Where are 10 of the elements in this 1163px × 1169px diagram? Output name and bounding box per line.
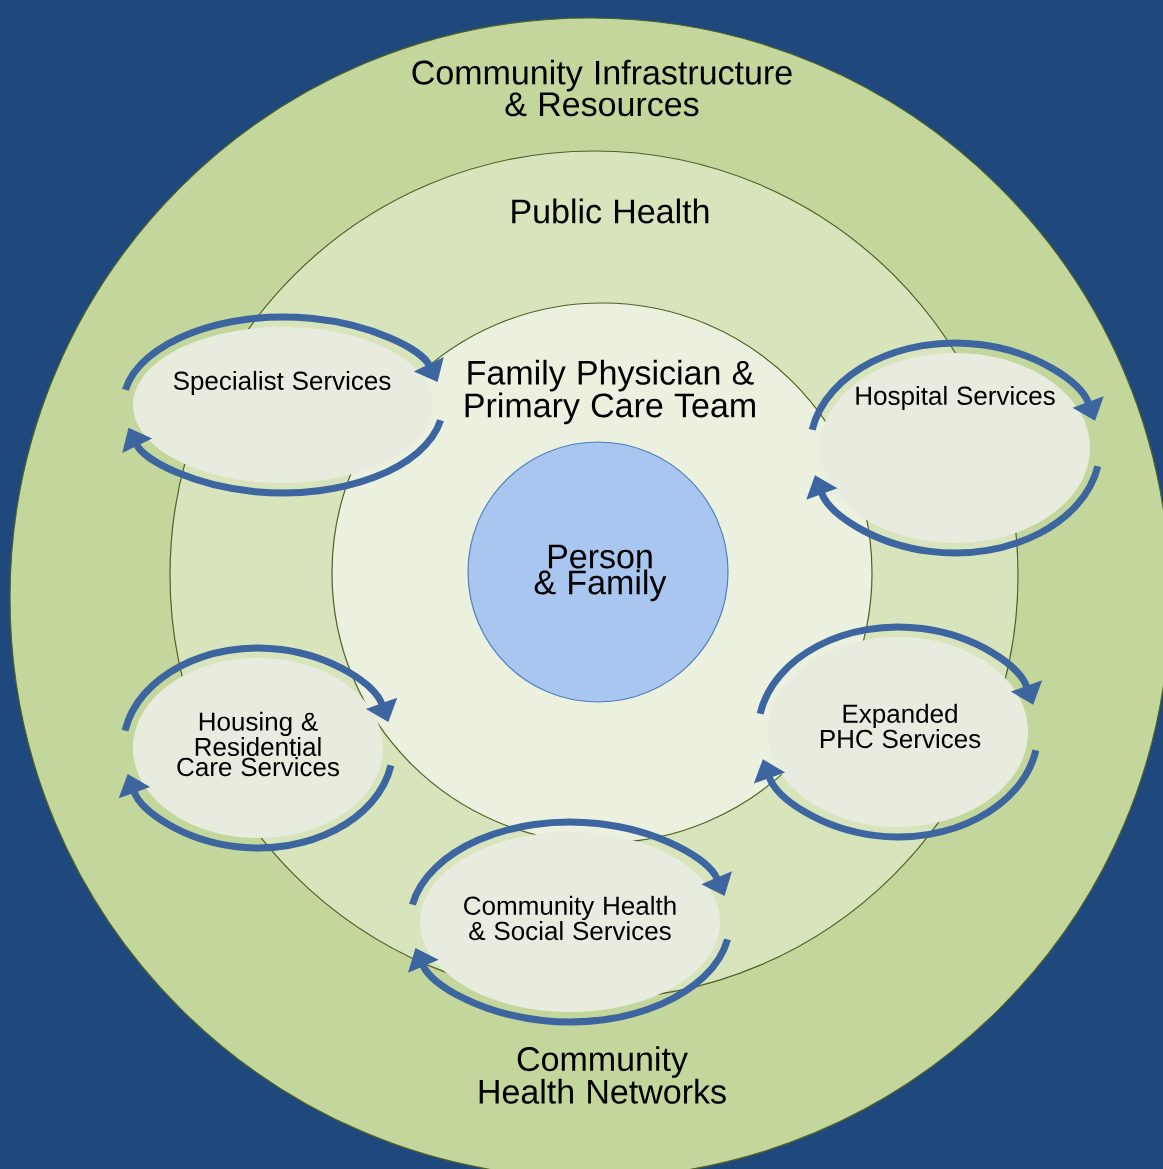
- ring-label: Community Infrastructure & Resources: [412, 59, 792, 117]
- service-label: Expanded PHC Services: [820, 703, 981, 749]
- ring-label: Public Health: [512, 198, 709, 224]
- service-label: Hospital Services: [856, 385, 1055, 411]
- ring-label: Person & Family: [534, 544, 667, 602]
- ring-label: Family Physician & Primary Care Team: [465, 359, 755, 425]
- ring-label: Community Health Networks: [479, 1046, 726, 1104]
- service-label: Housing & Residential Care Services: [177, 711, 339, 777]
- service-label: Community Health & Social Services: [464, 895, 676, 941]
- service-label: Specialist Services: [173, 370, 391, 396]
